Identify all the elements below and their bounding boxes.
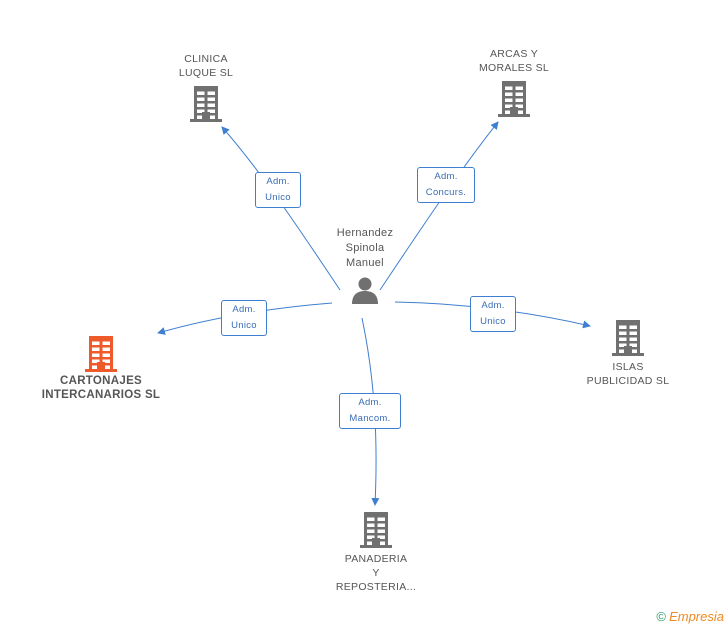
building-icon: [85, 336, 117, 372]
role-badge-islas[interactable]: Adm. Unico: [470, 296, 516, 332]
person-name: Hernandez Spinola Manuel: [336, 227, 394, 269]
company-node-islas[interactable]: ISLAS PUBLICIDAD SL: [584, 320, 672, 388]
role-badge-cartonajes[interactable]: Adm. Unico: [221, 300, 267, 336]
building-icon: [190, 86, 222, 122]
company-label: PANADERIA Y REPOSTERIA...: [335, 553, 417, 593]
company-node-clinica[interactable]: CLINICA LUQUE SL: [164, 52, 248, 122]
company-label: CLINICA LUQUE SL: [178, 53, 234, 79]
copyright-footer[interactable]: © Empresia: [656, 609, 724, 624]
company-label: ISLAS PUBLICIDAD SL: [586, 361, 670, 387]
company-node-cartonajes[interactable]: CARTONAJES INTERCANARIOS SL: [36, 336, 166, 402]
building-icon: [498, 81, 530, 117]
company-label: ARCAS Y MORALES SL: [478, 48, 550, 74]
copyright-symbol: ©: [656, 609, 667, 624]
person-node[interactable]: Hernandez Spinola Manuel: [322, 226, 408, 305]
company-node-arcas[interactable]: ARCAS Y MORALES SL: [468, 47, 560, 117]
building-icon: [360, 512, 392, 548]
role-badge-arcas[interactable]: Adm. Concurs.: [417, 167, 475, 203]
role-badge-clinica[interactable]: Adm. Unico: [255, 172, 301, 208]
company-label: CARTONAJES INTERCANARIOS SL: [41, 375, 161, 401]
company-node-panaderia[interactable]: PANADERIA Y REPOSTERIA...: [330, 512, 422, 594]
building-icon: [612, 320, 644, 356]
brand-logo: Empresia: [669, 609, 724, 624]
role-badge-panaderia[interactable]: Adm. Mancom.: [339, 393, 401, 429]
person-icon: [352, 277, 378, 304]
